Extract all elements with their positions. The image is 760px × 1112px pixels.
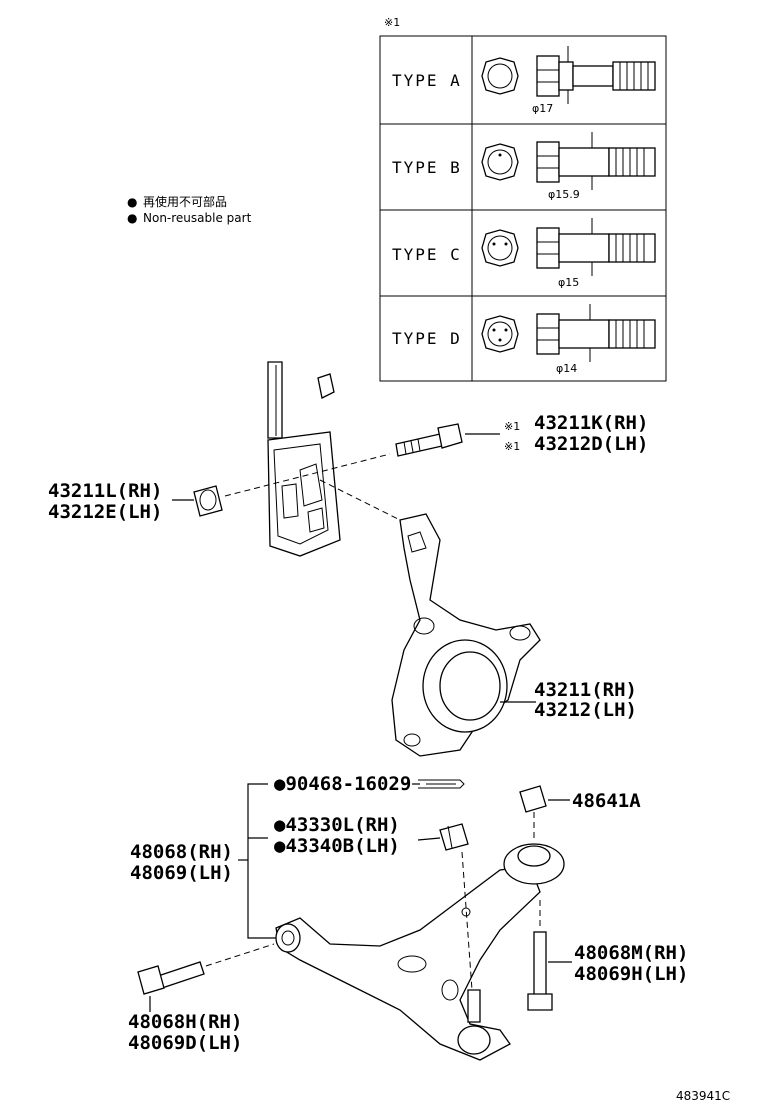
camber-nut bbox=[193, 485, 223, 517]
camber-nut-lh: 43212E(LH) bbox=[48, 501, 162, 523]
type-a-diameter: φ17 bbox=[532, 102, 553, 115]
type-c-bolt-icon: φ15 bbox=[481, 218, 656, 289]
knuckle-rh: 43211(RH) bbox=[534, 679, 637, 701]
arm-nut-label: 48641A bbox=[572, 790, 641, 812]
front-bolt-lh: 48069D(LH) bbox=[128, 1032, 242, 1054]
rear-bolt-lh: 48069H(LH) bbox=[574, 963, 688, 985]
type-d-bolt-icon: φ14 bbox=[481, 304, 656, 375]
front-bolt bbox=[137, 961, 205, 995]
rear-bolt bbox=[527, 931, 553, 1011]
type-d-diameter: φ14 bbox=[556, 362, 577, 375]
cotter-pin bbox=[418, 779, 465, 789]
arm-lh: 48069(LH) bbox=[130, 862, 233, 884]
type-b-bolt-icon: φ15.9 bbox=[481, 132, 656, 201]
legend-bullet-2: ● bbox=[127, 211, 137, 225]
steering-knuckle bbox=[391, 513, 541, 757]
type-a-label: TYPE A bbox=[392, 71, 462, 90]
diagram-id: 483941C bbox=[676, 1089, 730, 1103]
upper-bolt-rh: 43211K(RH) bbox=[534, 412, 648, 434]
type-a-bolt-icon: φ17 bbox=[481, 46, 656, 115]
upper-bolt-mark-2: ※1 bbox=[504, 440, 520, 453]
ball-nut-rh: ●43330L(RH) bbox=[274, 814, 400, 836]
strut-assembly bbox=[267, 361, 341, 557]
legend-english: Non-reusable part bbox=[143, 211, 252, 225]
rear-bolt-rh: 48068M(RH) bbox=[574, 942, 688, 964]
arm-rh: 48068(RH) bbox=[130, 841, 233, 863]
camber-nut-rh: 43211L(RH) bbox=[48, 480, 162, 502]
ball-nut-lh: ●43340B(LH) bbox=[274, 835, 400, 857]
arm-nut bbox=[519, 785, 547, 813]
upper-bolt-lh: 43212D(LH) bbox=[534, 433, 648, 455]
leader-lines bbox=[149, 433, 572, 1012]
lower-control-arm bbox=[275, 843, 565, 1061]
table-border bbox=[379, 35, 667, 382]
table-note-mark: ※1 bbox=[384, 16, 400, 29]
upper-bolt-mark-1: ※1 bbox=[504, 420, 520, 433]
type-b-label: TYPE B bbox=[392, 158, 462, 177]
legend-japanese: 再使用不可部品 bbox=[143, 194, 227, 209]
type-b-diameter: φ15.9 bbox=[548, 188, 580, 201]
ball-joint-nut bbox=[439, 823, 469, 851]
type-c-diameter: φ15 bbox=[558, 276, 579, 289]
type-c-label: TYPE C bbox=[392, 245, 462, 264]
cotter-pin-label: ●90468-16029 bbox=[274, 773, 411, 795]
front-bolt-rh: 48068H(RH) bbox=[128, 1011, 242, 1033]
legend: ● 再使用不可部品 ● Non-reusable part bbox=[127, 194, 252, 225]
type-d-label: TYPE D bbox=[392, 329, 462, 348]
bolt-type-table: ※1 TYPE A TYPE B TYPE C TYPE D φ17 bbox=[379, 16, 667, 382]
knuckle-lh: 43212(LH) bbox=[534, 699, 637, 721]
legend-bullet: ● bbox=[127, 195, 137, 209]
upper-bolt bbox=[395, 423, 463, 457]
